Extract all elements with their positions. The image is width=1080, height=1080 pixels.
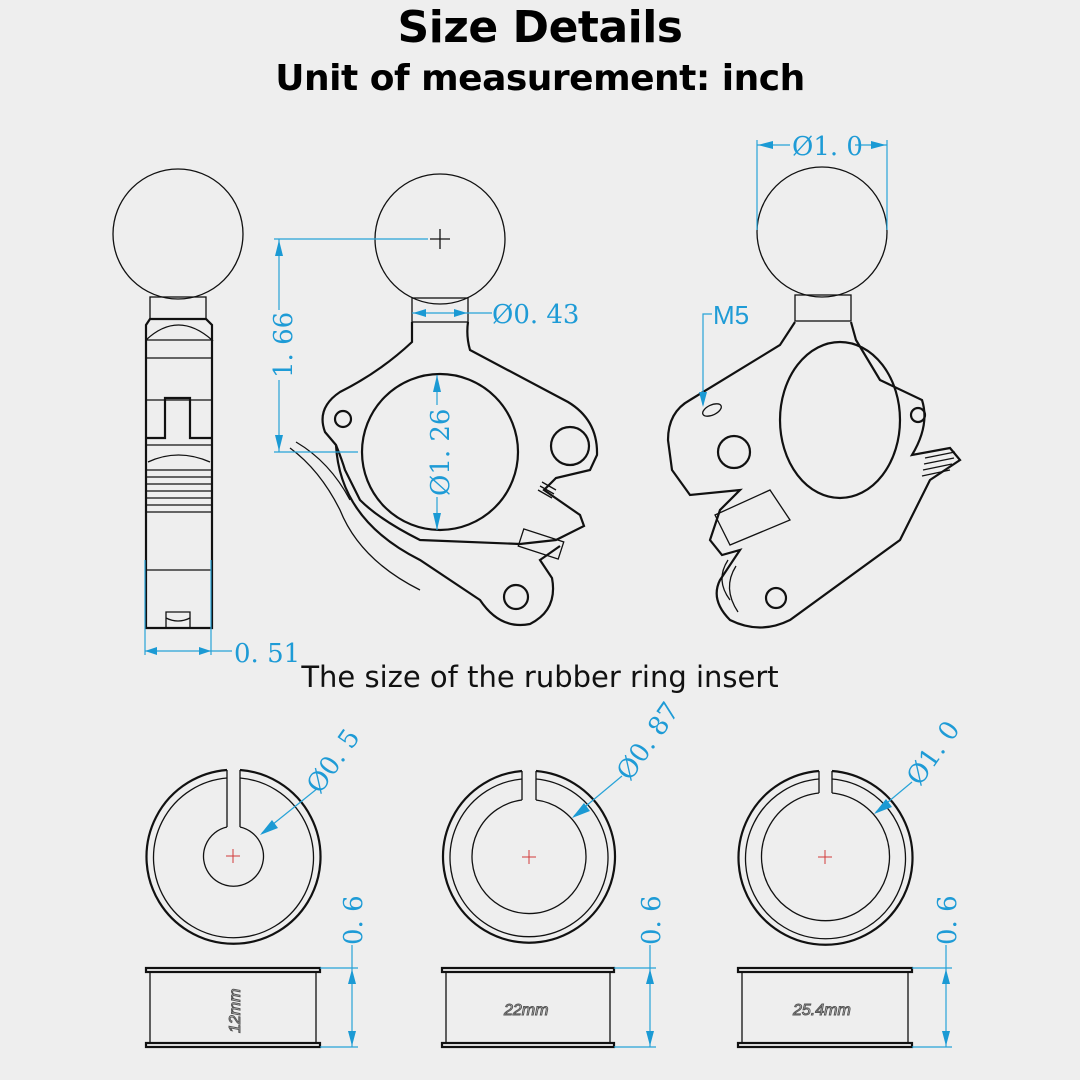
page-title: Size Details bbox=[397, 2, 683, 53]
ring-3-height-label: 0. 6 bbox=[933, 895, 963, 945]
clamp-inner-diameter-label: Ø1. 26 bbox=[426, 409, 456, 496]
ball-diameter-label: Ø1. 0 bbox=[792, 132, 863, 162]
ring-2-height-label: 0. 6 bbox=[637, 895, 667, 945]
ring-1-height-label: 0. 6 bbox=[339, 895, 369, 945]
ball-to-clamp-height-label: 1. 66 bbox=[269, 312, 299, 378]
ring-12mm-side: 12mm 0. 6 bbox=[144, 895, 369, 1049]
side-view-mount bbox=[112, 168, 244, 630]
ring-1-diameter-label: Ø0. 5 bbox=[301, 724, 366, 799]
side-width-label: 0. 51 bbox=[234, 639, 300, 669]
perspective-view-mount bbox=[666, 166, 962, 629]
ring-3-size-label: 25.4mm bbox=[792, 1002, 851, 1019]
ring-2-size-label: 22mm bbox=[503, 1002, 548, 1019]
dimension-clamp-inner: Ø1. 26 bbox=[424, 375, 456, 530]
ring-3-inner-dim: Ø1. 0 bbox=[874, 716, 966, 814]
front-view-mount bbox=[289, 173, 599, 627]
ring-25mm-side: 25.4mm 0. 6 bbox=[736, 895, 963, 1049]
ring-3-diameter-label: Ø1. 0 bbox=[901, 716, 966, 791]
ring-22mm-top bbox=[441, 769, 617, 944]
ring-22mm-side: 22mm 0. 6 bbox=[440, 895, 667, 1049]
ring-12mm-top bbox=[145, 768, 322, 945]
dimension-side-width: 0. 51 bbox=[144, 560, 300, 669]
ring-2-diameter-label: Ø0. 87 bbox=[611, 697, 686, 786]
ring-25mm-top bbox=[737, 769, 914, 946]
thread-label: M5 bbox=[713, 300, 749, 330]
ring-1-inner-dim: Ø0. 5 bbox=[260, 724, 366, 835]
ring-section-label: The size of the rubber ring insert bbox=[301, 660, 779, 694]
dimension-ball-diameter: Ø1. 0 bbox=[756, 132, 888, 230]
dimension-thread: M5 bbox=[699, 300, 749, 407]
neck-diameter-label: Ø0. 43 bbox=[492, 300, 579, 330]
dimension-ball-to-clamp: 1. 66 bbox=[266, 238, 428, 453]
ring-2-inner-dim: Ø0. 87 bbox=[572, 697, 686, 818]
ring-1-size-label: 12mm bbox=[227, 989, 244, 1033]
unit-subtitle: Unit of measurement: inch bbox=[275, 58, 805, 99]
dimension-neck-diameter: Ø0. 43 bbox=[412, 300, 579, 330]
